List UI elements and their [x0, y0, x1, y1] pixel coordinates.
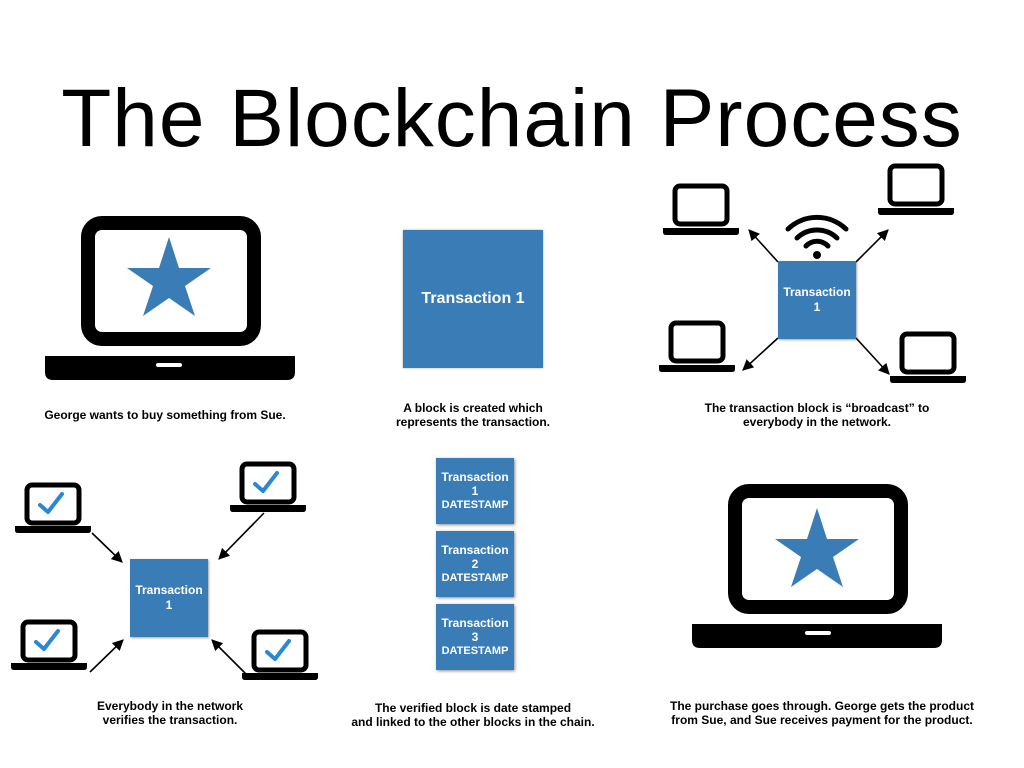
chain-block-title: Transaction	[441, 470, 509, 484]
laptop-icon	[890, 331, 966, 383]
laptop-icon	[663, 183, 739, 235]
laptop-check-icon	[230, 461, 306, 512]
laptop-check-icon	[11, 619, 87, 670]
wifi-icon	[785, 214, 849, 259]
laptop-icon	[659, 320, 735, 372]
broadcast-transaction-block: Transaction 1	[778, 261, 856, 339]
chain-block-number: 2	[471, 557, 479, 571]
step3-caption: The transaction block is “broadcast” to …	[704, 401, 930, 429]
page-title: The Blockchain Process	[61, 73, 963, 164]
chain-block-number: 3	[471, 630, 479, 644]
chain-block-number: 1	[471, 484, 479, 498]
chain-block-datestamp: DATESTAMP	[441, 645, 509, 657]
chain-block: Transaction 1 DATESTAMP	[436, 458, 514, 524]
step1-caption: George wants to buy something from Sue.	[44, 408, 286, 422]
laptop-icon	[878, 163, 954, 215]
verify-transaction-block: Transaction 1	[130, 559, 208, 637]
laptop-star-icon	[45, 216, 295, 380]
laptop-check-icon	[15, 482, 91, 533]
verify-arrows	[89, 512, 265, 676]
chain-block: Transaction 2 DATESTAMP	[436, 531, 514, 597]
step5-caption: The verified block is date stamped and l…	[351, 701, 595, 729]
step4-caption: Everybody in the network verifies the tr…	[96, 699, 244, 727]
chain-block-datestamp: DATESTAMP	[441, 499, 509, 511]
step6-caption: The purchase goes through. George gets t…	[669, 699, 975, 727]
step2-caption: A block is created which represents the …	[395, 401, 551, 429]
laptop-check-icon	[242, 629, 318, 680]
transaction-block: Transaction 1	[403, 230, 543, 368]
laptop-star-icon	[692, 484, 942, 648]
broadcast-arrows	[742, 229, 890, 375]
chain-block: Transaction 3 DATESTAMP	[436, 604, 514, 670]
chain-block-title: Transaction	[441, 616, 509, 630]
chain-block-title: Transaction	[441, 543, 509, 557]
chain-block-datestamp: DATESTAMP	[441, 572, 509, 584]
